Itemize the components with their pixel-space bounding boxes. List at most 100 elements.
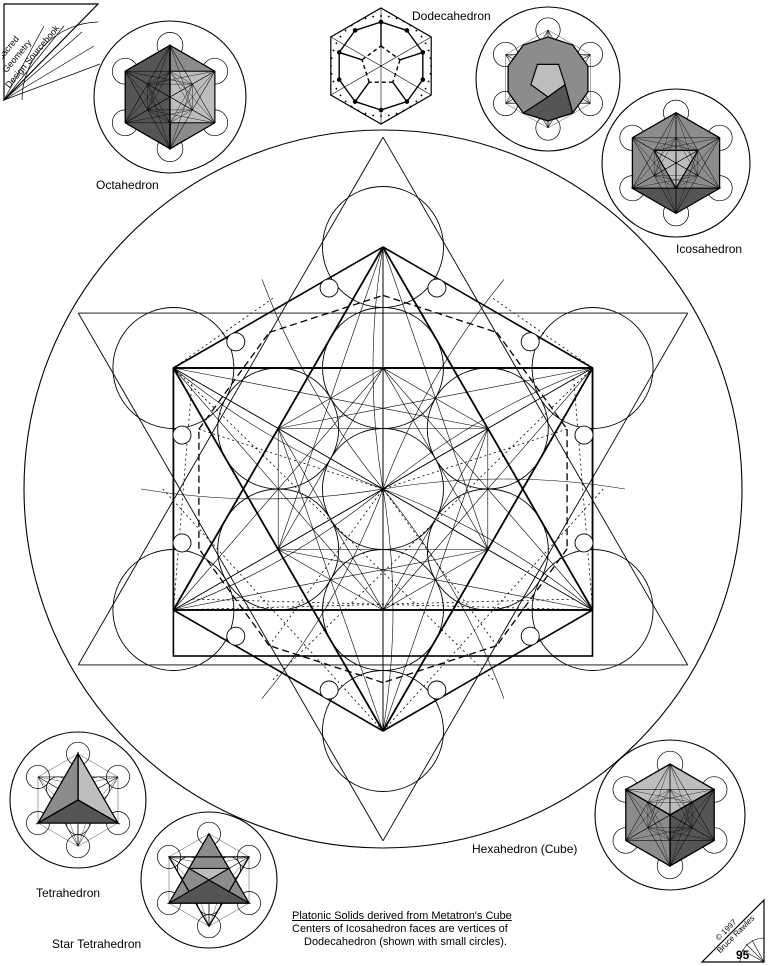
octahedron-label: Octahedron xyxy=(96,178,159,192)
star-edge xyxy=(172,367,384,732)
dodecahedron-edge xyxy=(406,79,424,103)
dodecahedron-edge xyxy=(354,21,382,32)
dodecahedron-edge xyxy=(338,29,356,53)
dot xyxy=(350,24,353,27)
vertex-dot xyxy=(352,28,358,33)
mini-line xyxy=(168,902,210,927)
mini-line xyxy=(208,833,250,858)
dodecahedron-shadow-face xyxy=(521,83,574,122)
dot xyxy=(357,109,360,112)
mini-line xyxy=(77,822,119,847)
metatron-line xyxy=(277,246,384,550)
mini-line xyxy=(547,103,591,129)
mini-line xyxy=(37,753,79,778)
vertex-dot xyxy=(336,50,342,55)
vertex-dot xyxy=(404,99,410,104)
hexahedron-illustration xyxy=(594,739,746,891)
mini-line xyxy=(675,188,720,214)
dodecahedron-solid-illustration xyxy=(475,6,621,152)
metatron-line xyxy=(278,367,593,429)
construction-arc xyxy=(382,488,505,699)
credit-tag: © 1997 Bruce Rawles 95 xyxy=(700,898,765,963)
dot xyxy=(330,57,333,60)
dodecahedron-vertex-circle xyxy=(319,680,339,700)
outer-triangle-edge xyxy=(382,136,689,666)
mini-line xyxy=(169,45,215,72)
mini-line xyxy=(147,71,215,85)
dodecahedron-vertex-circle xyxy=(427,278,447,298)
mini-line xyxy=(632,137,720,189)
dot xyxy=(420,94,423,97)
dodecahedron-edge xyxy=(392,59,401,83)
mini-line xyxy=(647,827,715,841)
dot xyxy=(330,72,333,75)
cube-edge xyxy=(382,609,593,732)
dodecahedron-vertex-circle xyxy=(520,626,540,646)
dodecahedron-edge xyxy=(496,548,568,646)
dot xyxy=(380,15,382,17)
dodecahedron-edge xyxy=(354,100,382,111)
dot xyxy=(427,49,430,52)
dot xyxy=(409,105,412,108)
dot xyxy=(429,57,432,60)
outer-triangle-edge xyxy=(382,312,689,842)
dodecahedron-edge xyxy=(496,332,568,430)
construction-arc xyxy=(173,488,384,611)
vertex-dot xyxy=(420,50,426,55)
vertex-dot xyxy=(378,107,384,113)
outer-triangle-edge xyxy=(77,312,384,842)
construction-arc xyxy=(382,488,394,732)
mini-line xyxy=(77,753,119,778)
dot xyxy=(409,24,412,27)
mini-line xyxy=(625,789,715,841)
dot xyxy=(420,35,423,38)
dot xyxy=(332,49,335,52)
star-edge xyxy=(172,246,384,611)
hexahedron-label: Hexahedron (Cube) xyxy=(472,842,578,856)
construction-arc xyxy=(382,279,505,490)
outer-triangle-edge xyxy=(77,136,384,666)
dot xyxy=(335,87,338,90)
dodecahedron-edge xyxy=(198,332,270,430)
metatrons-cube-figure xyxy=(23,129,743,849)
mini-line xyxy=(632,188,677,214)
mini-line xyxy=(669,840,715,867)
dot xyxy=(387,15,390,18)
mini-line xyxy=(675,112,720,138)
mini-line xyxy=(625,789,671,867)
mini-line xyxy=(147,84,171,149)
mini-line xyxy=(647,763,671,828)
vertex-dot xyxy=(336,77,342,82)
dot xyxy=(330,65,332,67)
outer-circle xyxy=(23,129,743,849)
star-tetrahedron-illustration xyxy=(140,811,278,949)
dodecahedron-vertex-circle xyxy=(319,278,339,298)
mini-line xyxy=(505,29,549,55)
construction-arc xyxy=(382,488,593,611)
dodecahedron-vertex-circle xyxy=(226,626,246,646)
mini-line xyxy=(380,65,432,96)
octahedron-illustration xyxy=(93,20,247,174)
mini-line xyxy=(654,137,720,151)
dodecahedron-vertex-circle xyxy=(172,533,192,553)
dot xyxy=(339,35,342,38)
mini-line xyxy=(208,902,250,927)
dodecahedron-vertex-circle xyxy=(226,332,246,352)
icosahedron-illustration xyxy=(601,88,751,238)
construction-arc xyxy=(173,367,384,490)
dodecahedron-vertex-circle xyxy=(427,680,447,700)
dot xyxy=(344,100,347,103)
dodecahedron-edge xyxy=(382,644,498,684)
dotted-line xyxy=(573,378,593,611)
mini-line xyxy=(654,150,677,214)
dot xyxy=(332,80,335,83)
dotted-line xyxy=(173,297,274,369)
dot xyxy=(357,20,360,23)
mini-line xyxy=(147,45,171,110)
dodecahedron-vertex-circle xyxy=(574,533,594,553)
dodecahedron-edge xyxy=(354,81,370,103)
star-tetrahedron-front xyxy=(186,867,232,881)
mini-line xyxy=(669,789,715,841)
icosahedron-label: Icosahedron xyxy=(676,242,743,256)
mini-line xyxy=(625,763,671,790)
